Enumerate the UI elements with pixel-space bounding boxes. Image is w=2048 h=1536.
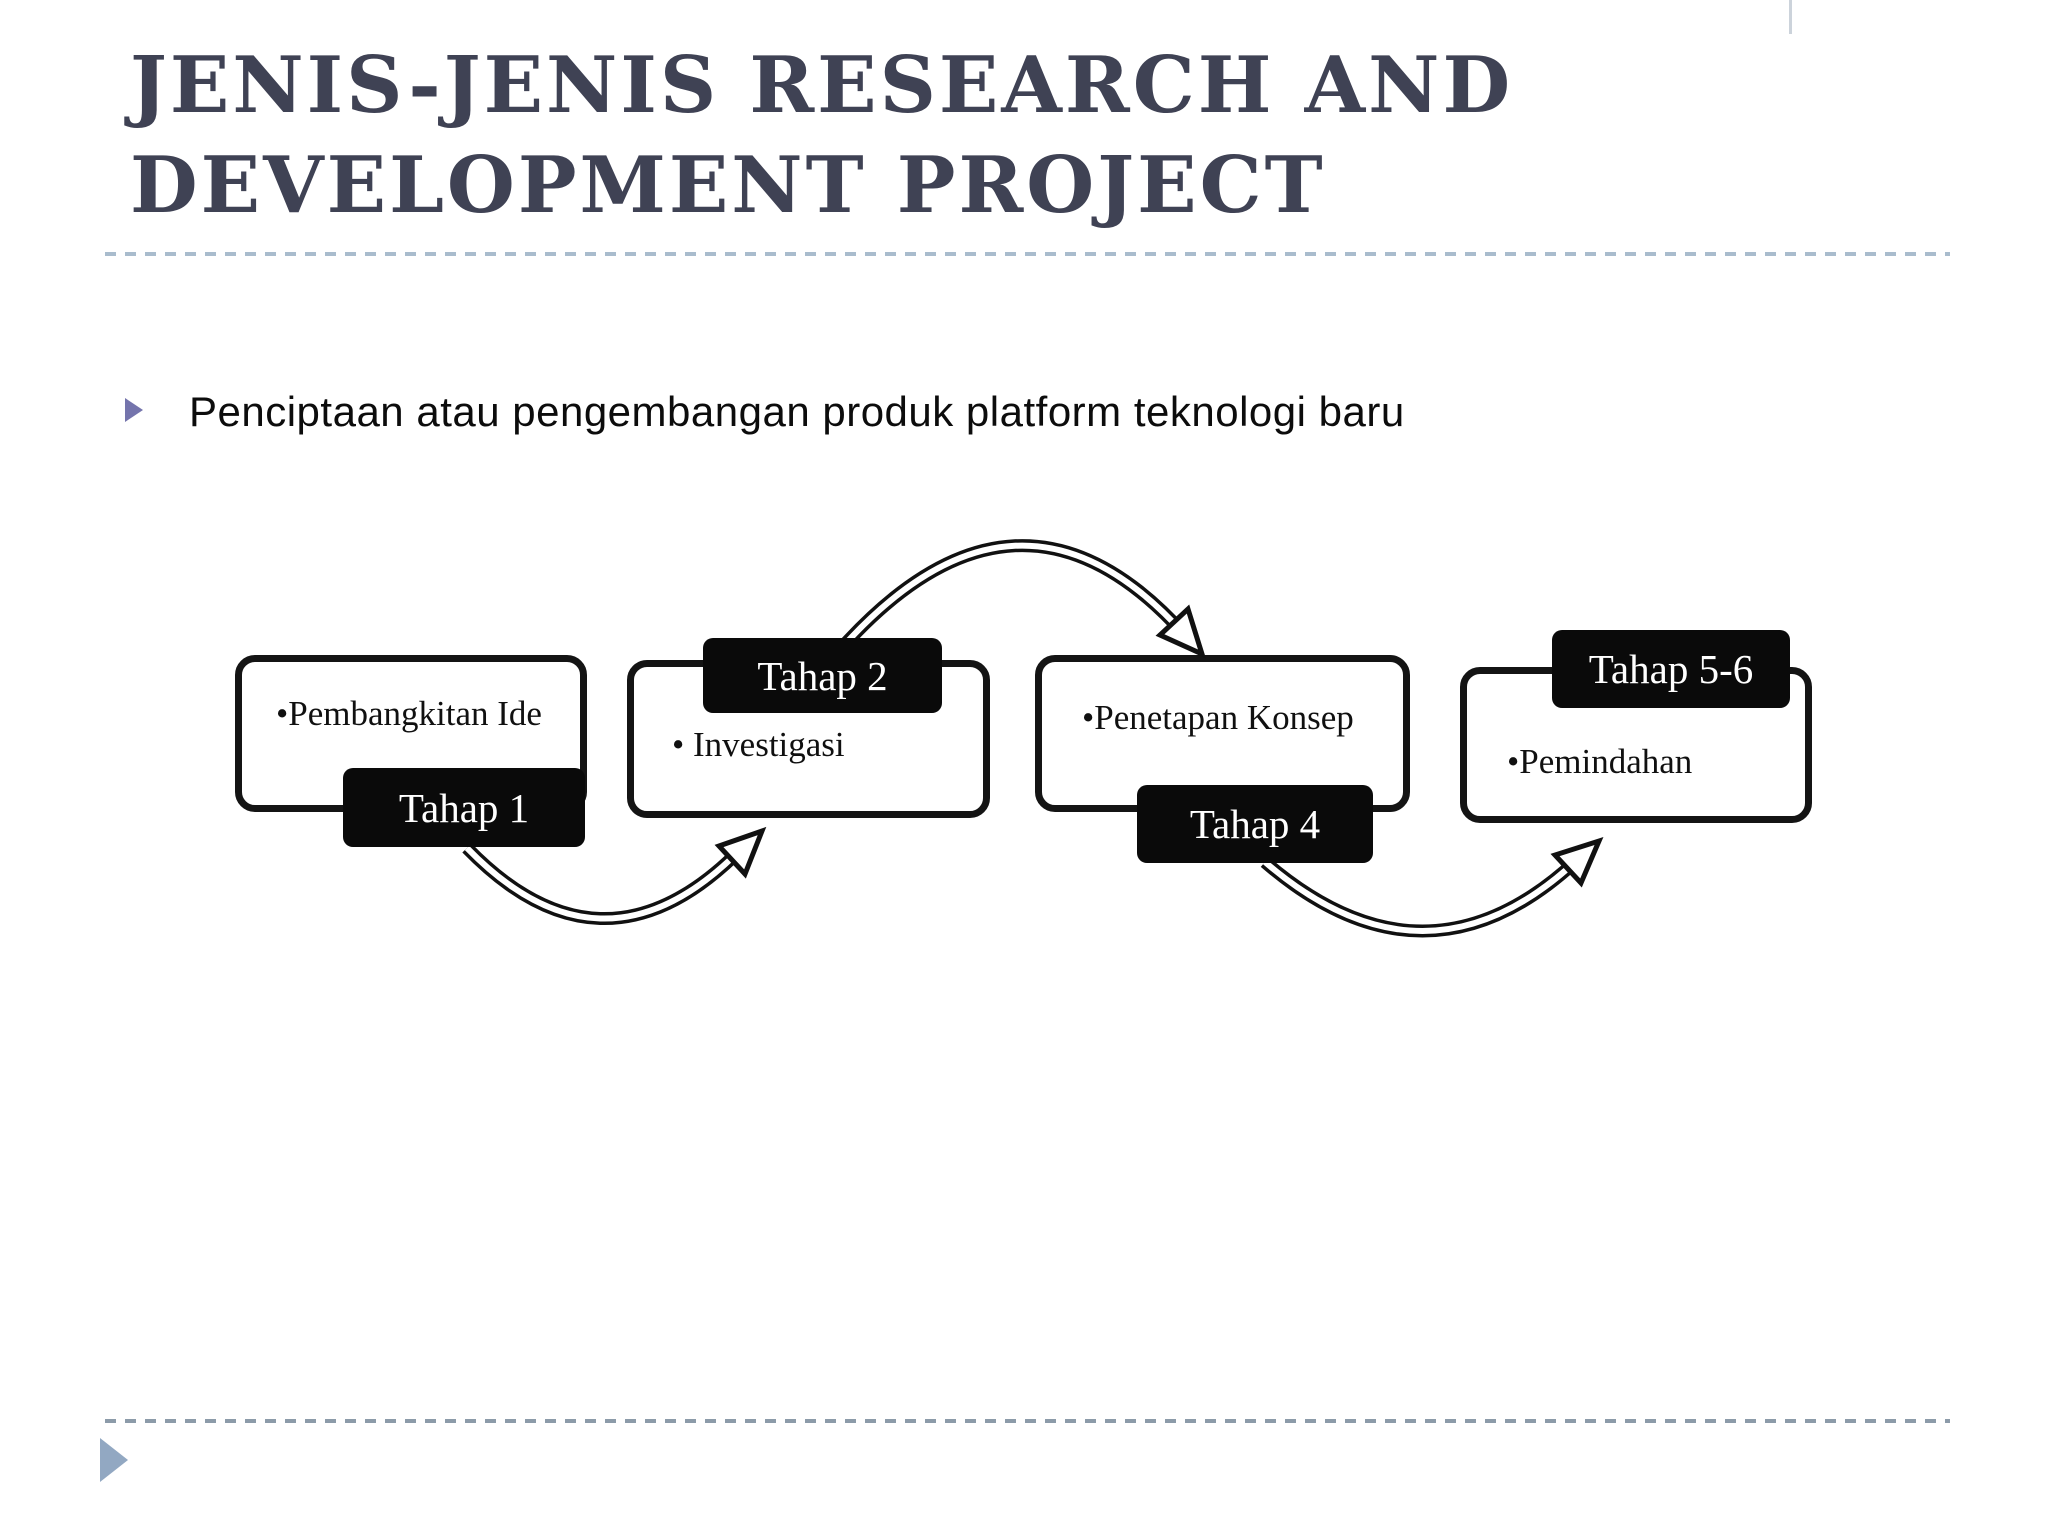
stage-content: • Investigasi (672, 725, 845, 764)
stage-content: •Pembangkitan Ide (276, 694, 542, 733)
stage-label-tahap-2: Tahap 2 (703, 638, 942, 713)
stage-content: •Penetapan Konsep (1082, 698, 1354, 737)
top-right-tick-line (1789, 0, 1792, 34)
slide-title: JENIS-JENIS RESEARCH AND DEVELOPMENT PRO… (130, 36, 1890, 236)
slide-title-line2: DEVELOPMENT PROJECT (130, 140, 1326, 231)
slide-title-line1: JENIS-JENIS RESEARCH AND (130, 40, 1514, 131)
stage-label-tahap-5-6: Tahap 5-6 (1552, 630, 1790, 708)
title-divider-dashed (105, 252, 1950, 256)
stage-content: •Pemindahan (1507, 742, 1693, 781)
bullet-text: Penciptaan atau pengembangan produk plat… (189, 388, 1405, 435)
stage-label-tahap-1: Tahap 1 (343, 768, 585, 847)
triangle-right-icon (100, 1438, 128, 1482)
bullet-item: Penciptaan atau pengembangan produk plat… (125, 388, 1405, 436)
footer-divider-dashed (105, 1419, 1950, 1423)
triangle-right-icon (125, 398, 143, 422)
stage-label-tahap-4: Tahap 4 (1137, 785, 1373, 863)
